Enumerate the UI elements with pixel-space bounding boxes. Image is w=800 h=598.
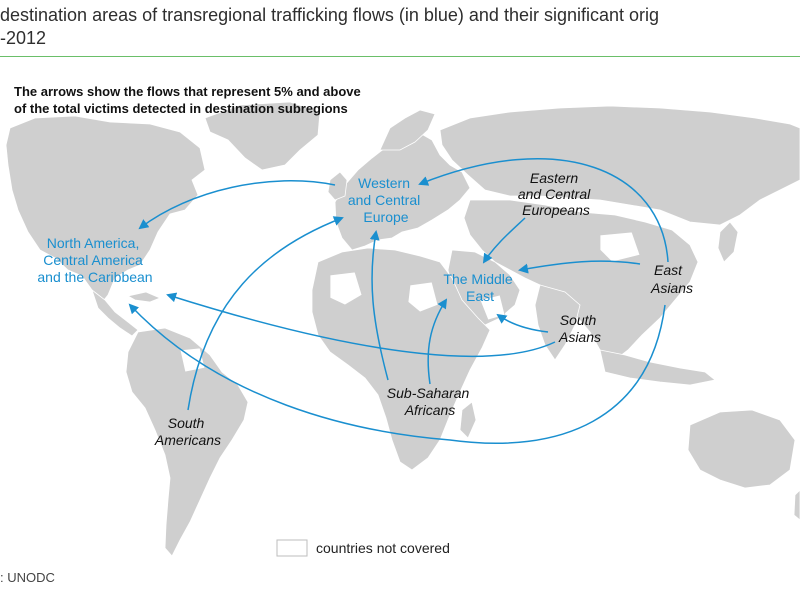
central-america-shape — [91, 288, 139, 337]
madagascar-shape — [459, 401, 477, 439]
japan-shape — [717, 221, 739, 263]
arrow-eastern-europe-to-middle-east — [482, 217, 526, 264]
label-south-asians: South Asians — [558, 312, 601, 345]
title-line-1: destination areas of transregional traff… — [0, 5, 660, 25]
subtitle-line-2: of the total victims detected in destina… — [14, 101, 348, 116]
south-america-shape — [125, 327, 249, 557]
destination-labels: Western and Central Europe North America… — [37, 175, 516, 304]
title-line-2: -2012 — [0, 28, 47, 48]
legend-swatch-not-covered — [276, 539, 308, 557]
india-shape — [534, 284, 581, 361]
arrow-east-asia-to-north-america — [128, 303, 666, 444]
new-zealand-shape — [793, 489, 800, 521]
label-middle-east: The Middle East — [443, 271, 516, 304]
not-covered-area — [599, 231, 641, 263]
australia-shape — [687, 409, 796, 489]
not-covered-area — [407, 281, 439, 313]
source-credit: : UNODC — [0, 570, 55, 585]
label-south-americans: South Americans — [154, 415, 221, 448]
arrow-east-asia-to-middle-east — [518, 260, 641, 274]
origin-labels: Eastern and Central Europeans East Asian… — [154, 170, 693, 448]
arrow-east-asia-to-western-europe — [418, 158, 669, 263]
title-divider — [0, 56, 800, 57]
flow-arrows — [128, 158, 669, 444]
arrow-western-europe-to-north-america — [138, 180, 336, 230]
russia-shape — [439, 105, 800, 226]
greenland-shape — [204, 101, 321, 171]
arrow-south-america-to-western-europe — [187, 216, 344, 411]
label-east-asians: East Asians — [650, 262, 693, 296]
british-isles-shape — [327, 171, 348, 201]
arrow-south-asia-to-north-america — [166, 292, 556, 358]
label-western-europe: Western and Central Europe — [348, 175, 424, 225]
not-covered-areas — [179, 231, 641, 373]
landmasses — [5, 101, 800, 557]
map-subtitle: The arrows show the flows that represent… — [14, 83, 361, 117]
southeast-asia-shape — [599, 349, 716, 386]
north-america-shape — [5, 115, 206, 306]
map-title: destination areas of transregional traff… — [0, 4, 800, 50]
label-sub-saharan-africans: Sub-Saharan Africans — [387, 385, 473, 418]
not-covered-area — [329, 271, 363, 306]
caribbean-shape — [126, 291, 162, 303]
scandinavia-shape — [379, 109, 436, 151]
legend-label: countries not covered — [316, 540, 450, 556]
arrow-subsaharan-to-western-europe — [369, 230, 389, 381]
subtitle-line-1: The arrows show the flows that represent… — [14, 84, 361, 99]
label-north-america: North America, Central America and the C… — [37, 235, 152, 285]
label-eastern-europeans: Eastern and Central Europeans — [518, 170, 594, 218]
map-legend: countries not covered — [276, 539, 450, 557]
arrow-south-asia-to-middle-east — [496, 313, 549, 333]
arrow-subsaharan-to-middle-east — [427, 298, 448, 385]
